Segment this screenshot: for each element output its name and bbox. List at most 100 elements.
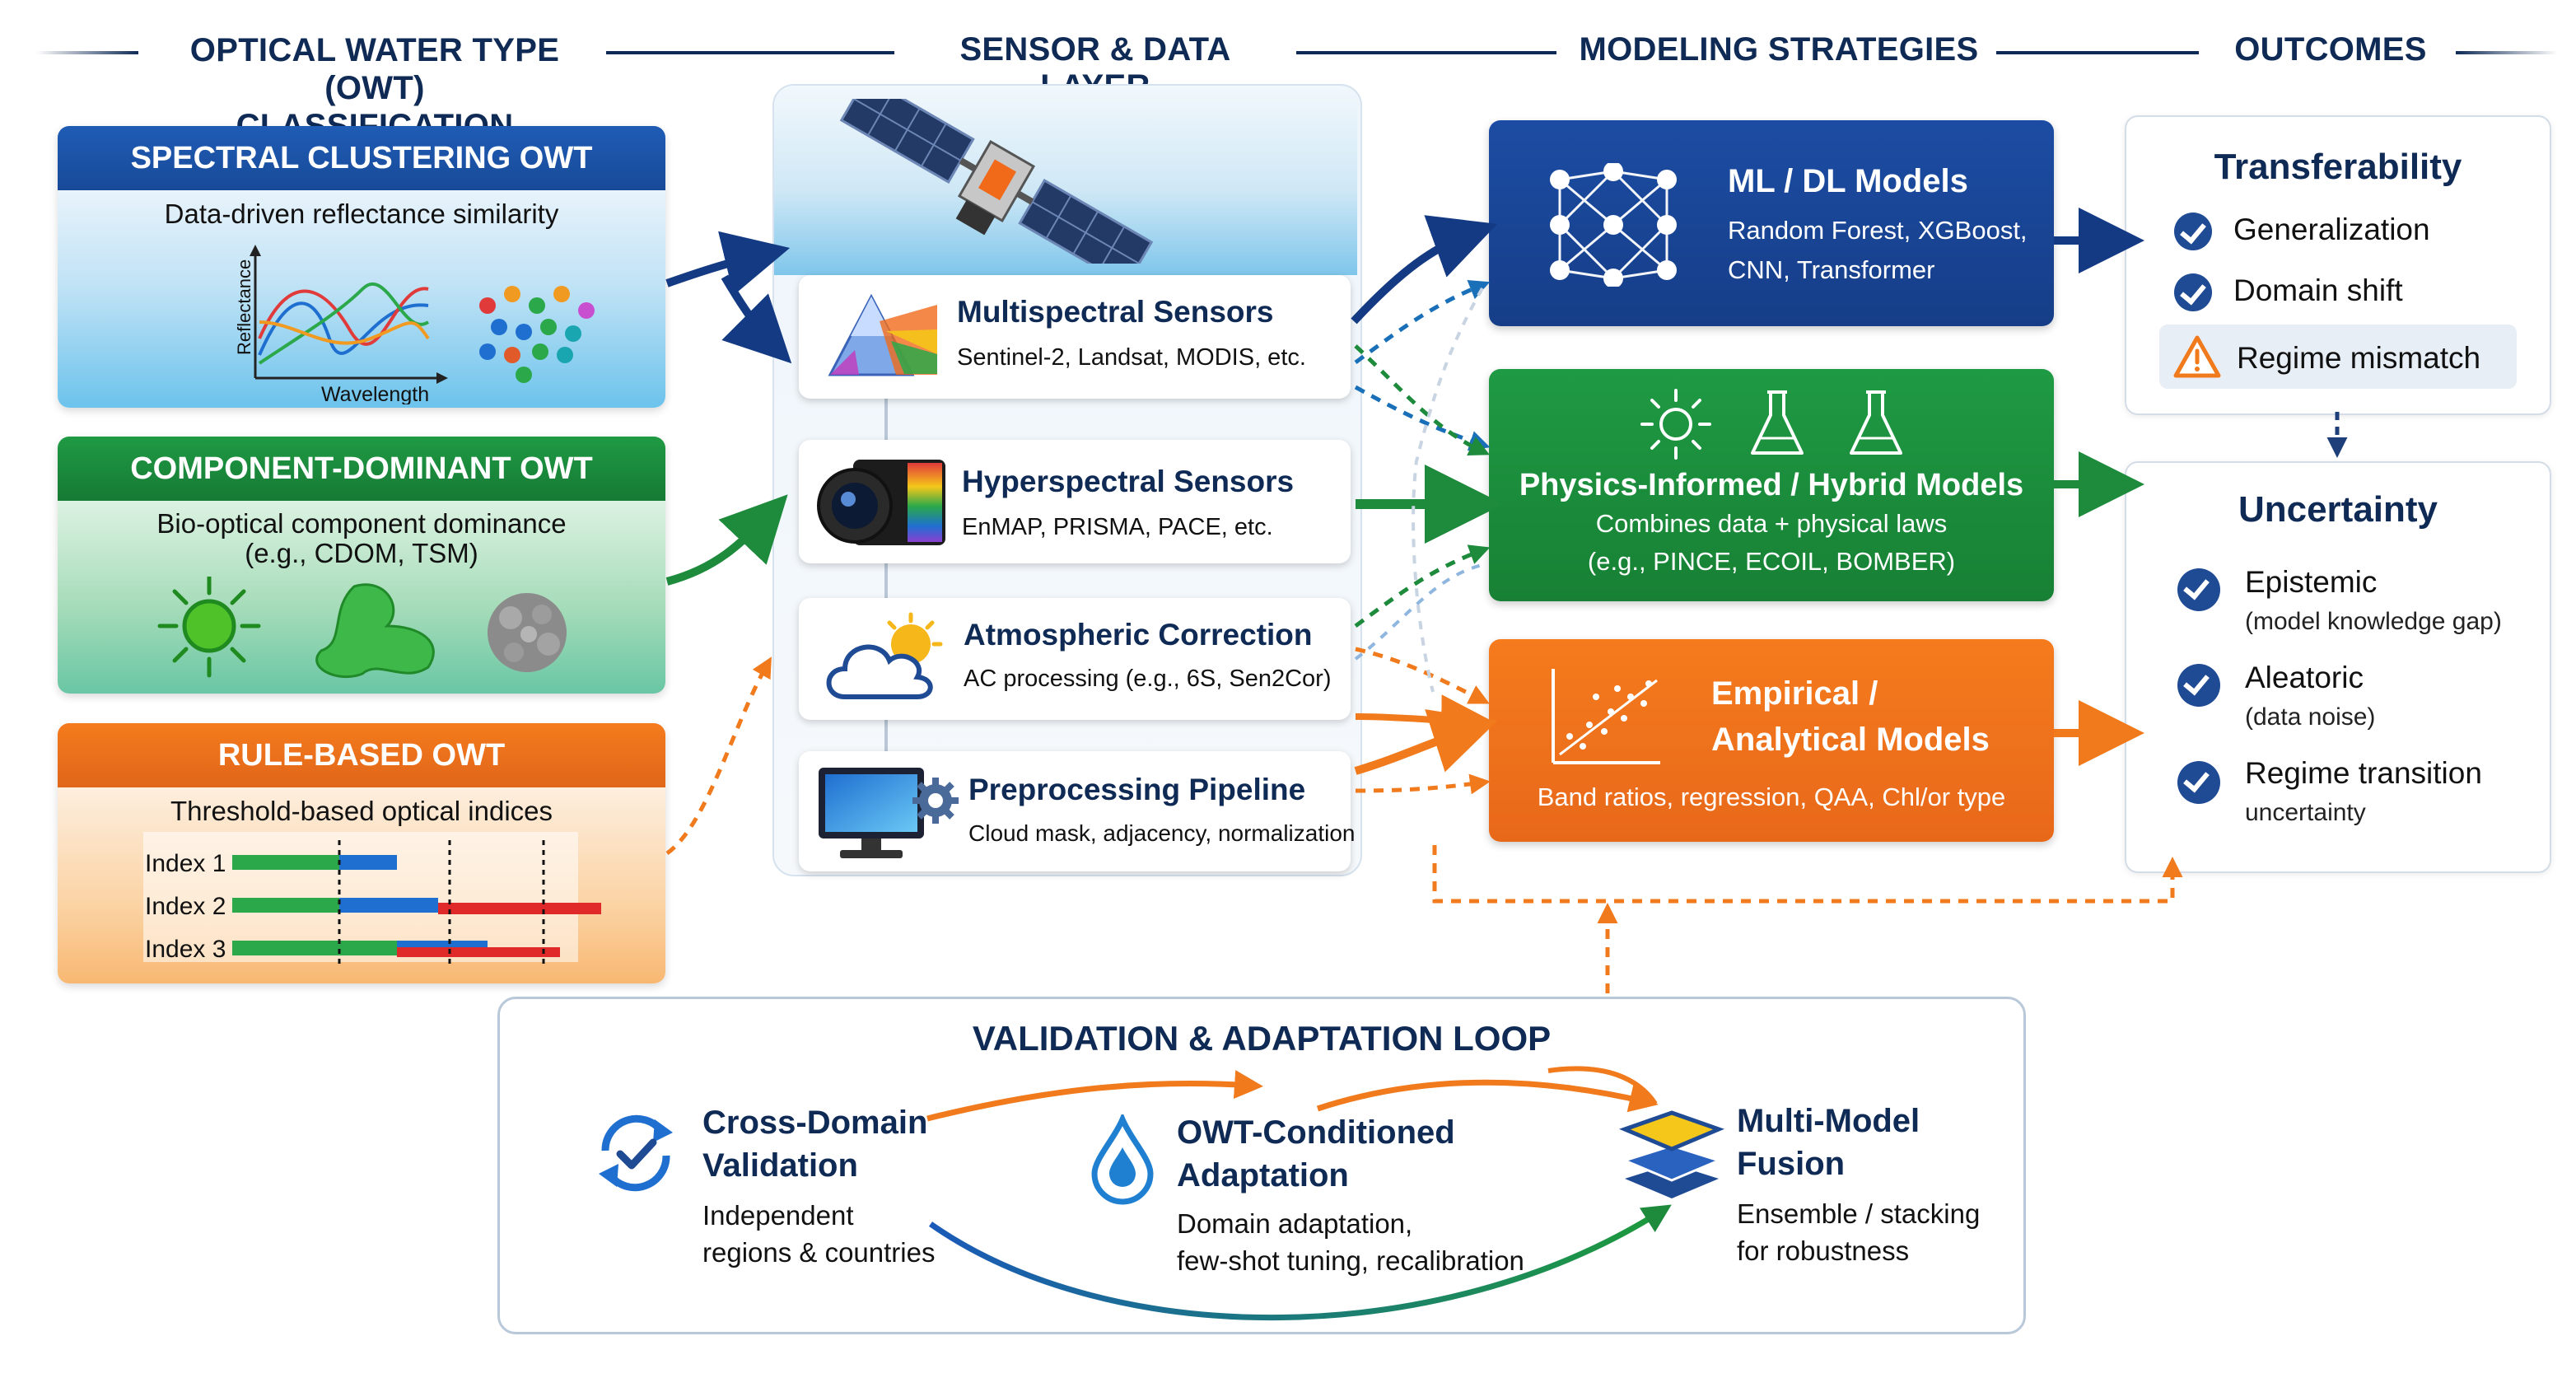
physics-models-sub-line2: (e.g., PINCE, ECOIL, BOMBER) (1587, 547, 1956, 576)
transferability-title: Transferability (2214, 147, 2462, 187)
cdom-blob-icon (315, 583, 435, 679)
header-rule (606, 51, 894, 54)
modeling-column-header: MODELING STRATEGIES (1579, 31, 1979, 68)
empirical-subtitle: Band ratios, regression, QAA, Chl/or typ… (1537, 782, 2006, 811)
header-rule (1996, 51, 2199, 54)
owt-conditioned-sub: Domain adaptation, few-shot tuning, reca… (1177, 1205, 1524, 1279)
uncertainty-box: Uncertainty Epistemic (model knowledge g… (2125, 461, 2551, 873)
validation-title: VALIDATION & ADAPTATION LOOP (972, 1019, 1552, 1058)
sensor-subtitle: Cloud mask, adjacency, normalization (968, 820, 1356, 846)
phytoplankton-icon (157, 577, 261, 678)
uncertainty-note: uncertainty (2245, 799, 2366, 826)
ml-models-sub-line1: Random Forest, XGBoost, (1728, 216, 2028, 245)
ml-models-sub-line2: CNN, Transformer (1728, 255, 1935, 284)
multispectral-sensors-card[interactable]: Multispectral Sensors Sentinel-2, Landsa… (799, 275, 1351, 399)
physics-models-sub-line1: Combines data + physical laws (1595, 509, 1948, 538)
physics-models-title: Physics-Informed / Hybrid Models (1519, 468, 2024, 502)
owt-conditioned-heading-line2: Adaptation (1177, 1157, 1349, 1193)
outcomes-column-header: OUTCOMES (2234, 31, 2427, 68)
owt-conditioned-sub-line1: Domain adaptation, (1177, 1208, 1413, 1239)
sediment-particle-icon (488, 593, 567, 672)
physics-informed-models-box[interactable]: Physics-Informed / Hybrid Models Combine… (1489, 369, 2054, 601)
prism-icon (828, 293, 937, 376)
uncertainty-note: (model knowledge gap) (2245, 608, 2502, 635)
uncertainty-note: (data noise) (2245, 703, 2376, 731)
index-label: Index 2 (145, 893, 226, 920)
cluster-dots (479, 286, 595, 383)
wavelength-axis-label: Wavelength (321, 383, 429, 404)
sensor-title: Hyperspectral Sensors (962, 465, 1295, 498)
empirical-title-line1: Empirical / (1711, 675, 1878, 712)
check-icon (2174, 213, 2212, 250)
owt-conditioned-heading-line1: OWT-Conditioned (1177, 1114, 1455, 1151)
spectral-clustering-title: SPECTRAL CLUSTERING OWT (58, 126, 665, 190)
transferability-item: Domain shift (2233, 273, 2403, 307)
uncertainty-item: Epistemic (2245, 565, 2378, 599)
fusion-sub-line2: for robustness (1737, 1236, 1910, 1266)
sensor-title: Preprocessing Pipeline (968, 773, 1306, 806)
uncertainty-item: Aleatoric (2245, 661, 2364, 694)
hyperspectral-sensors-card[interactable]: Hyperspectral Sensors EnMAP, PRISMA, PAC… (799, 440, 1351, 563)
transferability-box: Transferability Generalization Domain sh… (2125, 115, 2551, 415)
network-icon (1550, 163, 1677, 287)
check-icon (2174, 273, 2212, 311)
cross-domain-sub-line1: Independent (702, 1200, 854, 1231)
component-icons (157, 577, 567, 679)
cross-domain-sub-line2: regions & countries (702, 1237, 936, 1268)
header-rule (1296, 51, 1556, 54)
sensor-subtitle: Sentinel-2, Landsat, MODIS, etc. (957, 344, 1306, 371)
atmospheric-correction-card[interactable]: Atmospheric Correction AC processing (e.… (799, 598, 1351, 720)
sensor-subtitle: EnMAP, PRISMA, PACE, etc. (962, 514, 1273, 540)
empirical-models-box[interactable]: Empirical / Analytical Models Band ratio… (1489, 639, 2054, 842)
fusion-sub-line1: Ensemble / stacking (1737, 1198, 1981, 1229)
computer-gear-icon (819, 768, 959, 858)
preprocessing-pipeline-card[interactable]: Preprocessing Pipeline Cloud mask, adjac… (799, 751, 1355, 871)
warning-icon (2173, 335, 2221, 378)
empirical-title-line2: Analytical Models (1711, 722, 1990, 758)
cross-domain-sub: Independent regions & countries (702, 1197, 935, 1271)
spectral-clustering-panel: SPECTRAL CLUSTERING OWT Data-driven refl… (58, 126, 665, 408)
cross-domain-heading: Cross-Domain Validation (702, 1101, 927, 1187)
index-label: Index 3 (145, 936, 226, 963)
check-icon (2177, 568, 2220, 611)
uncertainty-item: Regime transition (2245, 756, 2482, 790)
flask-icon (1751, 390, 1804, 455)
validation-adaptation-loop: VALIDATION & ADAPTATION LOOP Cross-Domai… (497, 997, 2026, 1334)
component-dominant-body: Bio-optical component dominance (e.g., C… (58, 501, 665, 694)
component-dominant-title: COMPONENT-DOMINANT OWT (58, 437, 665, 501)
component-dominant-panel: COMPONENT-DOMINANT OWT Bio-optical compo… (58, 437, 665, 694)
ml-dl-models-box[interactable]: ML / DL Models Random Forest, XGBoost, C… (1489, 120, 2054, 326)
satellite-icon (839, 99, 1154, 264)
flask-icon (1850, 390, 1902, 455)
owt-conditioned-heading: OWT-Conditioned Adaptation (1177, 1111, 1455, 1197)
fusion-heading: Multi-Model Fusion (1737, 1100, 1920, 1185)
layers-icon (1619, 1110, 1724, 1198)
spectral-subtitle: Data-driven reflectance similarity (164, 199, 559, 229)
sun-icon (1640, 389, 1711, 460)
fusion-heading-line1: Multi-Model (1737, 1103, 1920, 1139)
index-label: Index 1 (145, 850, 226, 877)
uncertainty-title: Uncertainty (2238, 489, 2438, 530)
sensor-title: Multispectral Sensors (957, 295, 1274, 329)
cloud-sun-icon (826, 612, 943, 699)
fusion-heading-line2: Fusion (1737, 1146, 1846, 1182)
rule-based-panel: RULE-BASED OWT Threshold-based optical i… (58, 723, 665, 983)
spectral-clustering-body: Data-driven reflectance similarity Refle… (58, 190, 665, 408)
header-rule (2456, 51, 2558, 54)
sync-check-icon (599, 1114, 673, 1192)
component-subtitle-line2: (e.g., CDOM, TSM) (245, 538, 478, 568)
check-icon (2177, 664, 2220, 707)
fusion-sub: Ensemble / stacking for robustness (1737, 1195, 1980, 1269)
header-rule (36, 51, 138, 54)
sensor-subtitle: AC processing (e.g., 6S, Sen2Cor) (964, 666, 1332, 692)
transferability-item: Generalization (2233, 213, 2430, 246)
cross-domain-heading-line1: Cross-Domain (702, 1105, 928, 1141)
owt-header-line1: OPTICAL WATER TYPE (OWT) (189, 32, 560, 106)
reflectance-spectra-chart: Reflectance Wavelength (234, 245, 595, 404)
transferability-item: Regime mismatch (2237, 341, 2481, 375)
component-subtitle: Bio-optical component dominance (e.g., C… (58, 501, 665, 568)
rule-based-title: RULE-BASED OWT (58, 723, 665, 787)
index-chart-bg (143, 832, 578, 962)
camera-icon (817, 460, 945, 545)
